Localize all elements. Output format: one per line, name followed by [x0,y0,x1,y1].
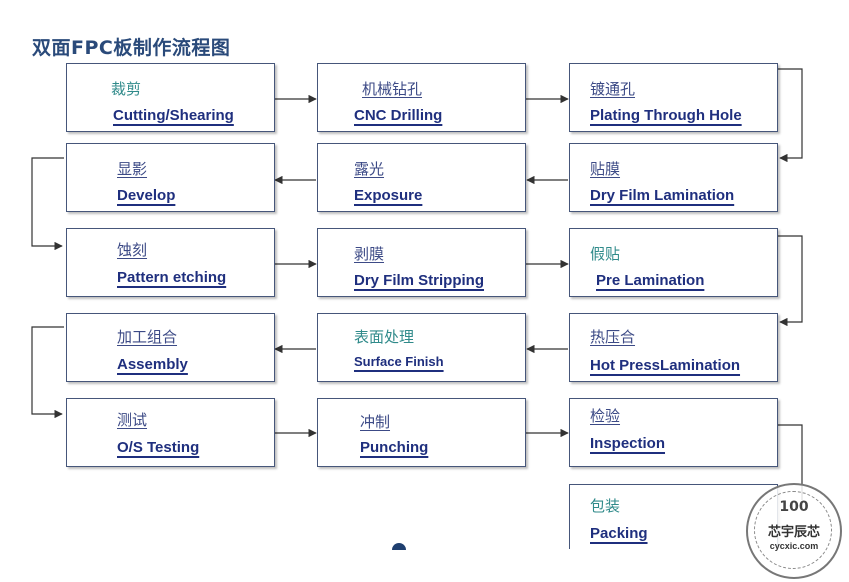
arrow-inspection-to-packing [777,424,803,500]
step-dry-film-stripping: 剥膜 Dry Film Stripping [317,228,526,297]
step-cn-label: 包装 [590,497,621,515]
step-drilling: 机械钻孔 CNC Drilling [317,63,526,132]
step-en-label: Surface Finish [354,354,444,369]
step-develop: 显影 Develop [66,143,275,212]
step-cn-label: 剥膜 [354,245,385,263]
partial-shape [392,543,406,550]
step-pre-lamination: 假贴 Pre Lamination [569,228,778,297]
step-inspection: 检验 Inspection [569,398,778,467]
step-cn-label: 贴膜 [590,160,621,178]
step-dry-film-lamination: 贴膜 Dry Film Lamination [569,143,778,212]
step-cn-label: 机械钻孔 [362,80,423,98]
step-cn-label: 加工组合 [117,328,178,346]
step-cn-label: 裁剪 [111,80,142,98]
step-surface-finish: 表面处理 Surface Finish [317,313,526,382]
watermark-text: 芯宇辰芯 [767,525,820,540]
step-cn-label: 显影 [117,160,148,178]
step-cn-label: 露光 [354,160,385,178]
step-en-label: O/S Testing [117,439,200,456]
watermark-ring [754,491,832,569]
step-en-label: Dry Film Stripping [354,272,485,289]
step-en-label: CNC Drilling [354,107,443,124]
page-title: 双面FPC板制作流程图 [32,37,231,59]
step-cn-label: 表面处理 [354,328,415,346]
step-en-label: Punching [360,439,429,456]
step-exposure: 露光 Exposure [317,143,526,212]
step-cn-label: 测试 [117,411,148,429]
row2-arrows [31,157,568,251]
step-en-label: Dry Film Lamination [590,187,735,204]
row3-arrows [273,235,803,327]
step-en-label: Packing [590,525,648,542]
step-cn-label: 冲制 [360,413,391,431]
step-packing: 包装 Packing [569,484,778,553]
arrow-develop-to-etching [31,157,64,251]
watermark-url: cycxic.com [769,541,819,551]
step-punching: 冲制 Punching [317,398,526,467]
step-en-label: Plating Through Hole [590,107,742,124]
step-cn-label: 热压合 [590,328,636,346]
bottom-crop-area [0,549,849,582]
step-en-label: Develop [117,187,176,204]
step-cn-label: 蚀刻 [117,241,148,259]
row4-arrows [31,326,568,419]
step-en-label: Exposure [354,187,423,204]
step-plating: 镀通孔 Plating Through Hole [569,63,778,132]
row1-arrows [273,68,803,163]
step-assembly: 加工组合 Assembly [66,313,275,382]
arrow-prelam-to-hotpress [777,235,803,327]
step-pattern-etching: 蚀刻 Pattern etching [66,228,275,297]
step-en-label: Pre Lamination [596,272,705,289]
step-en-label: Inspection [590,435,666,452]
step-cn-label: 假贴 [590,245,621,263]
watermark-number: 100 [779,499,809,515]
arrow-plating-to-lamination [777,68,803,163]
watermark-seal: 100 芯宇辰芯 cycxic.com [746,483,842,579]
step-en-label: Pattern etching [117,269,227,286]
step-en-label: Assembly [117,356,188,373]
step-cutting: 裁剪 Cutting/Shearing [66,63,275,132]
step-cn-label: 镀通孔 [590,80,636,98]
step-en-label: Cutting/Shearing [113,107,234,124]
step-cn-label: 检验 [590,407,621,425]
arrow-assembly-to-testing [31,326,64,419]
row5-arrows [273,424,803,500]
step-hot-press-lamination: 热压合 Hot PressLamination [569,313,778,382]
step-en-label: Hot PressLamination [590,357,741,374]
step-os-testing: 测试 O/S Testing [66,398,275,467]
